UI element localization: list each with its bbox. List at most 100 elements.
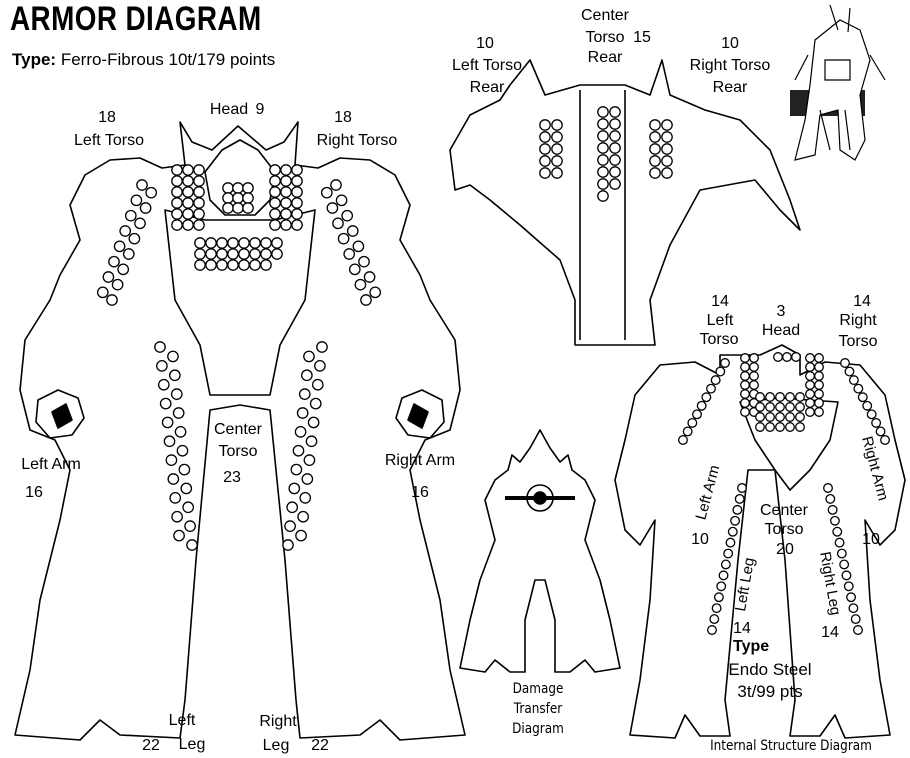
center-torso-armor-pip — [195, 238, 205, 248]
head-armor-pip — [233, 183, 243, 193]
right-torso-armor-pip — [281, 209, 291, 219]
is-left-leg-pip — [708, 626, 717, 635]
center-torso-rear-pip — [598, 143, 608, 153]
left-torso-armor-pip — [183, 220, 193, 230]
left-torso-armor-pip — [194, 176, 204, 186]
is-right-arm-pip — [863, 401, 872, 410]
left-leg-armor-pip — [155, 342, 165, 352]
right-leg-armor-pip — [298, 512, 308, 522]
left-arm-armor-pip — [112, 279, 122, 289]
right-arm-armor-pip — [331, 180, 341, 190]
right-arm-armor-pip — [333, 218, 343, 228]
right-arm-armor-pip — [344, 249, 354, 259]
left-leg-label-1: Left — [160, 711, 204, 730]
is-left-torso-pip — [750, 363, 759, 372]
head-armor-pip — [243, 193, 253, 203]
mech-sketch-image — [790, 5, 885, 160]
right-torso-rear-pip — [662, 156, 672, 166]
center-torso-armor-pip — [195, 249, 205, 259]
is-center-torso-pip — [796, 403, 805, 412]
center-torso-rear-pip — [598, 107, 608, 117]
is-right-arm-pip — [841, 359, 850, 368]
left-leg-armor-pip — [187, 540, 197, 550]
is-center-torso-pip — [796, 393, 805, 402]
right-torso-armor-pip — [270, 165, 280, 175]
left-leg-armor-pip — [159, 380, 169, 390]
right-torso-rear-pip — [662, 144, 672, 154]
right-leg-armor-pip — [311, 398, 321, 408]
left-arm-armor-pip — [146, 187, 156, 197]
head-armor-pip — [223, 193, 233, 203]
right-arm-armor-pip — [348, 226, 358, 236]
center-torso-rear-pip — [610, 179, 620, 189]
left-leg-armor-pip — [174, 530, 184, 540]
right-arm-armor-value: 16 — [400, 483, 440, 502]
is-center-torso-pip — [796, 423, 805, 432]
is-left-arm-pip — [702, 393, 711, 402]
head-armor-pip — [233, 203, 243, 213]
head-armor-value: 9 — [250, 100, 270, 119]
center-torso-rear-label-1: Center — [575, 6, 635, 25]
is-right-torso-label-2: Torso — [830, 332, 886, 351]
left-torso-rear-pip — [540, 120, 550, 130]
right-leg-label-1: Right — [253, 712, 303, 731]
right-torso-rear-pip — [650, 156, 660, 166]
is-right-torso-value: 14 — [842, 292, 882, 311]
left-arm-armor-pip — [124, 249, 134, 259]
is-left-leg-pip — [717, 582, 726, 591]
right-torso-rear-label-2: Rear — [705, 78, 755, 97]
left-leg-armor-pip — [177, 446, 187, 456]
is-right-arm-pip — [854, 384, 863, 393]
is-center-torso-pip — [766, 413, 775, 422]
left-leg-armor-pip — [172, 512, 182, 522]
armor-type: Type: Ferro-Fibrous 10t/179 points — [12, 50, 275, 70]
right-leg-label-2: Leg — [258, 736, 294, 755]
center-torso-rear-label-3: Rear — [580, 48, 630, 67]
left-arm-armor-pip — [129, 233, 139, 243]
head-armor-pip — [223, 183, 233, 193]
center-torso-label-2: Torso — [200, 442, 276, 461]
right-arm-armor-pip — [364, 272, 374, 282]
right-leg-armor-value: 22 — [305, 736, 335, 755]
right-arm-armor-pip — [342, 210, 352, 220]
is-right-arm-pip — [876, 427, 885, 436]
head-armor-pip — [243, 183, 253, 193]
is-right-torso-pip — [815, 354, 824, 363]
is-center-torso-pip — [756, 413, 765, 422]
is-right-leg-pip — [831, 516, 840, 525]
center-torso-armor-pip — [250, 238, 260, 248]
is-head-pip — [774, 353, 783, 362]
is-left-arm-pip — [721, 359, 730, 368]
right-leg-armor-pip — [283, 540, 293, 550]
right-leg-armor-pip — [300, 389, 310, 399]
is-center-torso-pip — [756, 403, 765, 412]
is-left-leg-pip — [719, 571, 728, 580]
left-leg-armor-pip — [181, 483, 191, 493]
is-left-torso-pip — [750, 354, 759, 363]
left-arm-armor-pip — [135, 218, 145, 228]
is-center-torso-pip — [776, 403, 785, 412]
left-torso-armor-pip — [183, 176, 193, 186]
left-leg-armor-pip — [162, 417, 172, 427]
is-left-torso-label-1: Left — [700, 311, 740, 330]
right-leg-armor-pip — [291, 464, 301, 474]
center-torso-rear-pip — [610, 155, 620, 165]
left-torso-armor-pip — [183, 187, 193, 197]
left-arm-armor-pip — [109, 256, 119, 266]
center-torso-armor-pip — [239, 238, 249, 248]
is-left-arm-pip — [697, 401, 706, 410]
center-torso-rear-value: 15 — [630, 28, 654, 47]
head-armor-pip — [243, 203, 253, 213]
internal-structure-caption: Internal Structure Diagram — [692, 737, 890, 756]
head-armor-pip — [233, 193, 243, 203]
is-right-torso-pip — [815, 399, 824, 408]
is-left-leg-pip — [715, 593, 724, 602]
is-right-torso-pip — [806, 399, 815, 408]
left-torso-armor-pip — [172, 176, 182, 186]
is-center-torso-pip — [786, 413, 795, 422]
left-torso-armor-pip — [183, 209, 193, 219]
right-torso-rear-pip — [650, 120, 660, 130]
left-arm-armor-pip — [107, 295, 117, 305]
left-torso-armor-pip — [183, 165, 193, 175]
